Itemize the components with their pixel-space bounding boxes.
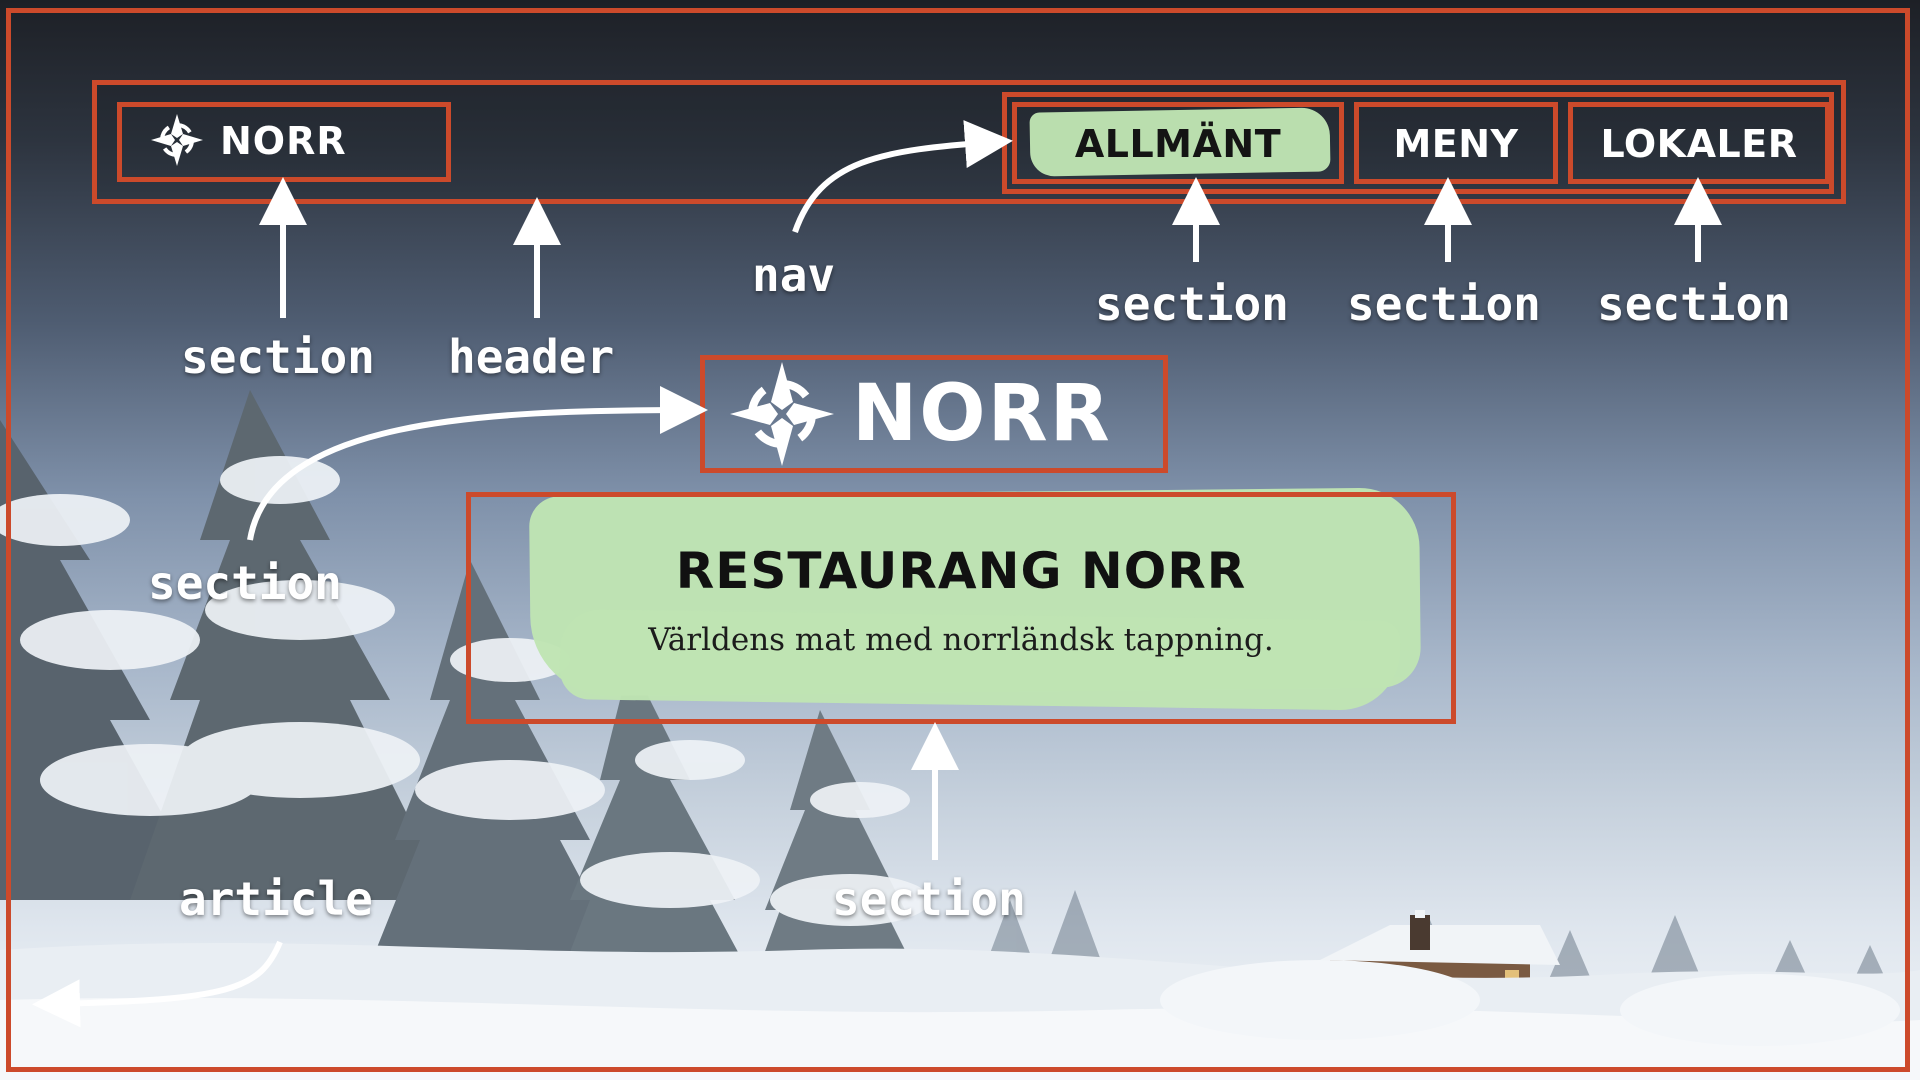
header-outline	[92, 80, 1846, 204]
annotation-label-section: section	[1597, 277, 1791, 331]
annotation-label-header: header	[448, 330, 615, 384]
article-outline	[6, 8, 1910, 1072]
nav-item-allmant[interactable]: ALLMÄNT	[1074, 122, 1282, 166]
annotation-label-nav: nav	[752, 248, 836, 302]
annotation-label-section: section	[1347, 277, 1541, 331]
annotation-label-section: section	[1095, 277, 1289, 331]
compass-star-icon	[151, 114, 203, 166]
nav-item-lokaler[interactable]: LOKALER	[1600, 122, 1798, 166]
hero-subtitle: Världens mat med norrländsk tappning.	[648, 622, 1274, 658]
compass-star-icon	[730, 362, 834, 466]
annotation-label-article: article	[179, 872, 373, 926]
hero-title: RESTAURANG NORR	[675, 542, 1247, 600]
annotation-label-section: section	[832, 872, 1026, 926]
hero-text-section-outline	[466, 492, 1456, 724]
nav-item-meny[interactable]: MENY	[1393, 122, 1519, 166]
header-logo-text[interactable]: NORR	[220, 119, 347, 163]
hero-logo-text: NORR	[852, 369, 1112, 459]
annotation-label-section: section	[181, 330, 375, 384]
annotation-label-section: section	[148, 556, 342, 610]
